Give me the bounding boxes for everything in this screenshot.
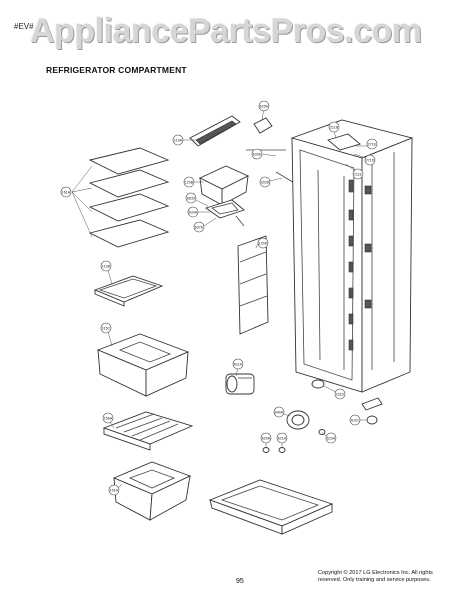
svg-text:303D: 303D (261, 180, 270, 184)
svg-text:640A: 640A (275, 410, 284, 414)
svg-text:271D: 271D (366, 158, 375, 162)
lower-fittings (262, 379, 383, 453)
refrigerator-cabinet (290, 119, 414, 393)
callout-271d: 271D (353, 153, 376, 166)
page-number: 95 (236, 578, 244, 585)
callout-640a: 640A (273, 406, 291, 418)
svg-text:119A: 119A (174, 138, 183, 142)
svg-text:630A: 630A (189, 210, 198, 214)
svg-text:271E: 271E (368, 142, 377, 146)
callout-625a: 625A (258, 100, 270, 121)
svg-text:623A: 623A (327, 436, 336, 440)
copyright-line-2: reserved. Only training and service purp… (318, 577, 431, 583)
callout-113b: 113B (100, 260, 113, 285)
ice-bin (198, 165, 250, 206)
svg-text:120B: 120B (185, 180, 194, 184)
svg-text:120D: 120D (259, 241, 268, 245)
svg-text:211B: 211B (330, 125, 339, 129)
callout-120d: 120D (255, 237, 269, 249)
svg-text:6101: 6101 (351, 418, 359, 422)
section-title: REFRIGERATOR COMPARTMENT (46, 65, 187, 75)
crisper-drawer-upper (96, 333, 190, 397)
callout-6101: 6101 (349, 414, 366, 426)
callout-630a: 630A (187, 206, 210, 218)
cabinet-rails (317, 152, 395, 370)
callout-621a: 621A (276, 432, 288, 448)
model-mark: #EV# (14, 22, 34, 31)
callout-620a: 620A (260, 432, 272, 448)
svg-text:620A: 620A (262, 436, 271, 440)
svg-text:156A: 156A (104, 416, 113, 420)
callout-637e: 637E (193, 217, 217, 233)
callout-120b: 120B (183, 176, 204, 188)
light-cover (189, 115, 241, 147)
door-rack (237, 235, 269, 335)
svg-text:211E: 211E (354, 172, 363, 176)
svg-text:625A: 625A (260, 104, 269, 108)
watermark: AppliancePartsPros.com (30, 12, 422, 50)
callout-611a: 611A (232, 358, 244, 377)
part-625a (253, 117, 273, 134)
callout-bubbles: 625A 119A 211B 271E 271D 211E 630E 120B … (60, 100, 378, 496)
callout-6630: 6630 (185, 192, 209, 207)
crisper-drawer-lower (112, 461, 192, 521)
shelf-1 (88, 147, 170, 175)
callout-151a: 151A (108, 483, 123, 496)
callout-271e: 271E (356, 138, 378, 150)
shelf-2 (88, 169, 170, 198)
cabinet-dark-slots (348, 179, 372, 351)
svg-text:637E: 637E (195, 225, 204, 229)
callout-161a: 161A (60, 186, 72, 198)
water-filter (225, 373, 255, 395)
svg-text:115C: 115C (102, 326, 111, 330)
callout-303d: 303D (259, 176, 283, 188)
callout-211b: 211B (328, 121, 340, 139)
callout-630e: 630E (251, 148, 277, 160)
copyright-notice: Copyright © 2017 LG Electronics Inc. All… (318, 570, 463, 584)
hinge-parts (204, 149, 297, 227)
copyright-line-1: Copyright © 2017 LG Electronics Inc. All… (318, 570, 433, 576)
callout-211e: 211E (345, 163, 364, 180)
svg-text:113B: 113B (102, 264, 111, 268)
callout-115c: 115C (100, 322, 113, 347)
shelf-3 (88, 193, 170, 222)
shelf-group (71, 147, 170, 248)
svg-text:161A: 161A (62, 190, 71, 194)
callout-623a: 623A (321, 431, 337, 444)
callout-119a: 119A (172, 134, 196, 146)
shelf-4 (88, 219, 170, 248)
shelf-tray (93, 275, 164, 307)
drawer-cover (102, 411, 194, 451)
svg-text:621A: 621A (278, 436, 287, 440)
bottom-pan (208, 479, 334, 535)
callout-156a: 156A (102, 412, 115, 429)
svg-text:630E: 630E (253, 152, 262, 156)
svg-text:211D: 211D (336, 392, 345, 396)
callout-211d: 211D (323, 385, 346, 400)
svg-text:151A: 151A (110, 488, 119, 492)
svg-text:6630: 6630 (187, 196, 195, 200)
svg-text:611A: 611A (234, 362, 243, 366)
